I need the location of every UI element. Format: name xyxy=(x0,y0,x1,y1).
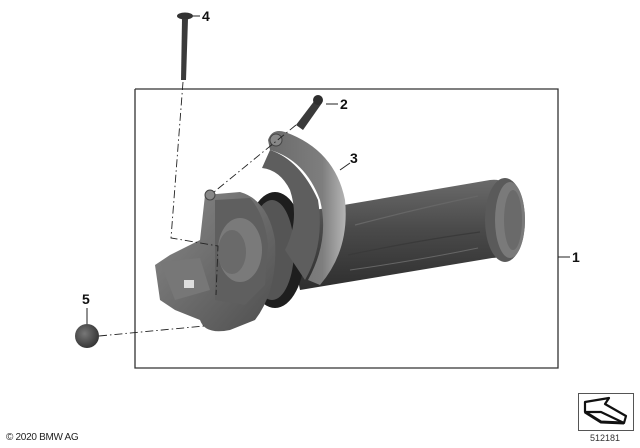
callout-1[interactable]: 1 xyxy=(572,249,580,265)
navigation-arrow-button[interactable] xyxy=(578,393,634,431)
callout-4[interactable]: 4 xyxy=(202,8,210,24)
callout-3[interactable]: 3 xyxy=(350,150,358,166)
assembly-frame xyxy=(134,88,559,369)
screw-part-2 xyxy=(296,95,338,130)
switch-housing xyxy=(155,189,276,332)
cover-part-3 xyxy=(262,131,346,285)
return-arrow-icon xyxy=(583,396,628,425)
screw-part-4 xyxy=(177,12,200,80)
leader-line-3 xyxy=(339,162,351,171)
callout-2[interactable]: 2 xyxy=(340,96,348,112)
diagram-id: 512181 xyxy=(590,433,621,443)
callout-5[interactable]: 5 xyxy=(82,291,90,307)
assembly-lines xyxy=(98,81,297,337)
cap-part-5 xyxy=(75,308,99,348)
copyright-text: © 2020 BMW AG xyxy=(6,432,79,443)
